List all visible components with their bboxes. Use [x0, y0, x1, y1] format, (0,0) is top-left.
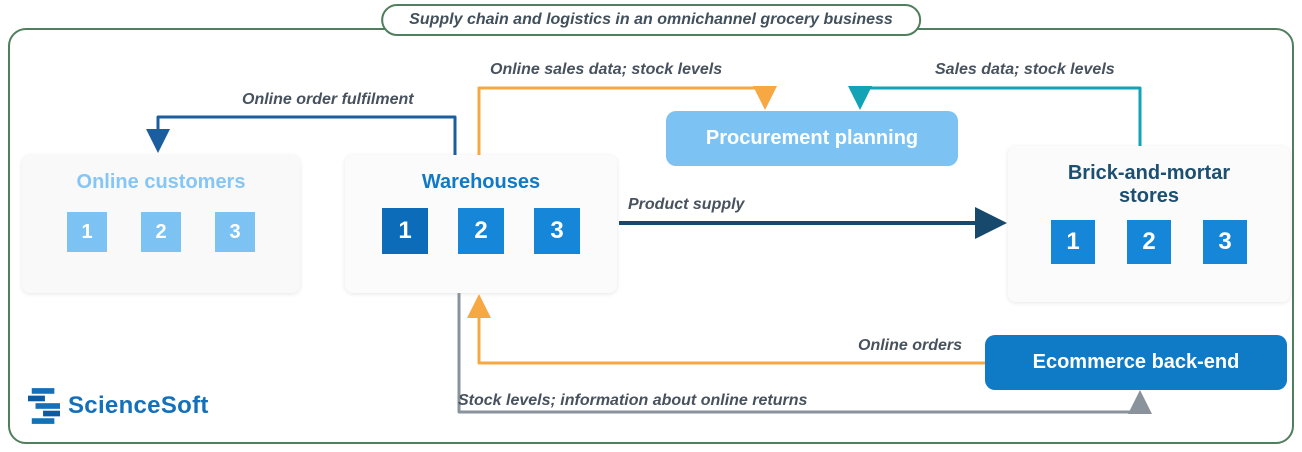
warehouse-square-3: 3	[534, 208, 580, 254]
warehouses-items: 1 2 3	[382, 208, 580, 254]
label-online-orders: Online orders	[858, 337, 963, 354]
sciencesoft-logo: ScienceSoft	[28, 388, 209, 424]
store-square-1: 1	[1051, 220, 1095, 264]
warehouse-square-1: 1	[382, 208, 428, 254]
diagram-title-banner: Supply chain and logistics in an omnicha…	[381, 4, 921, 36]
warehouse-square-2: 2	[458, 208, 504, 254]
node-procurement-planning: Procurement planning	[666, 111, 958, 166]
online-customer-square-1: 1	[67, 212, 107, 252]
node-title-online-customers: Online customers	[76, 171, 246, 193]
online-customer-square-2: 2	[141, 212, 181, 252]
node-title-warehouses: Warehouses	[421, 171, 541, 193]
label-online-sales-data: Online sales data; stock levels	[490, 61, 723, 78]
node-title-procurement-planning: Procurement planning	[705, 127, 919, 149]
online-customers-items: 1 2 3	[67, 212, 255, 252]
node-title-brick-and-mortar-stores: Brick-and-mortar stores	[1067, 162, 1231, 207]
sciencesoft-logo-icon	[28, 388, 60, 424]
stores-items: 1 2 3	[1051, 220, 1247, 264]
label-product-supply: Product supply	[628, 196, 745, 213]
label-online-order-fulfilment: Online order fulfilment	[242, 91, 414, 108]
online-customer-square-3: 3	[215, 212, 255, 252]
label-stock-levels: Stock levels; information about online r…	[458, 392, 808, 409]
store-square-3: 3	[1203, 220, 1247, 264]
node-brick-and-mortar-stores: Brick-and-mortar stores 1 2 3	[1008, 146, 1290, 302]
node-ecommerce-backend: Ecommerce back-end	[985, 335, 1287, 390]
node-title-ecommerce-backend: Ecommerce back-end	[1032, 351, 1240, 373]
node-warehouses: Warehouses 1 2 3	[345, 155, 617, 293]
label-sales-data: Sales data; stock levels	[935, 61, 1115, 78]
store-square-2: 2	[1127, 220, 1171, 264]
sciencesoft-logo-text: ScienceSoft	[68, 392, 209, 419]
node-online-customers: Online customers 1 2 3	[22, 155, 300, 293]
